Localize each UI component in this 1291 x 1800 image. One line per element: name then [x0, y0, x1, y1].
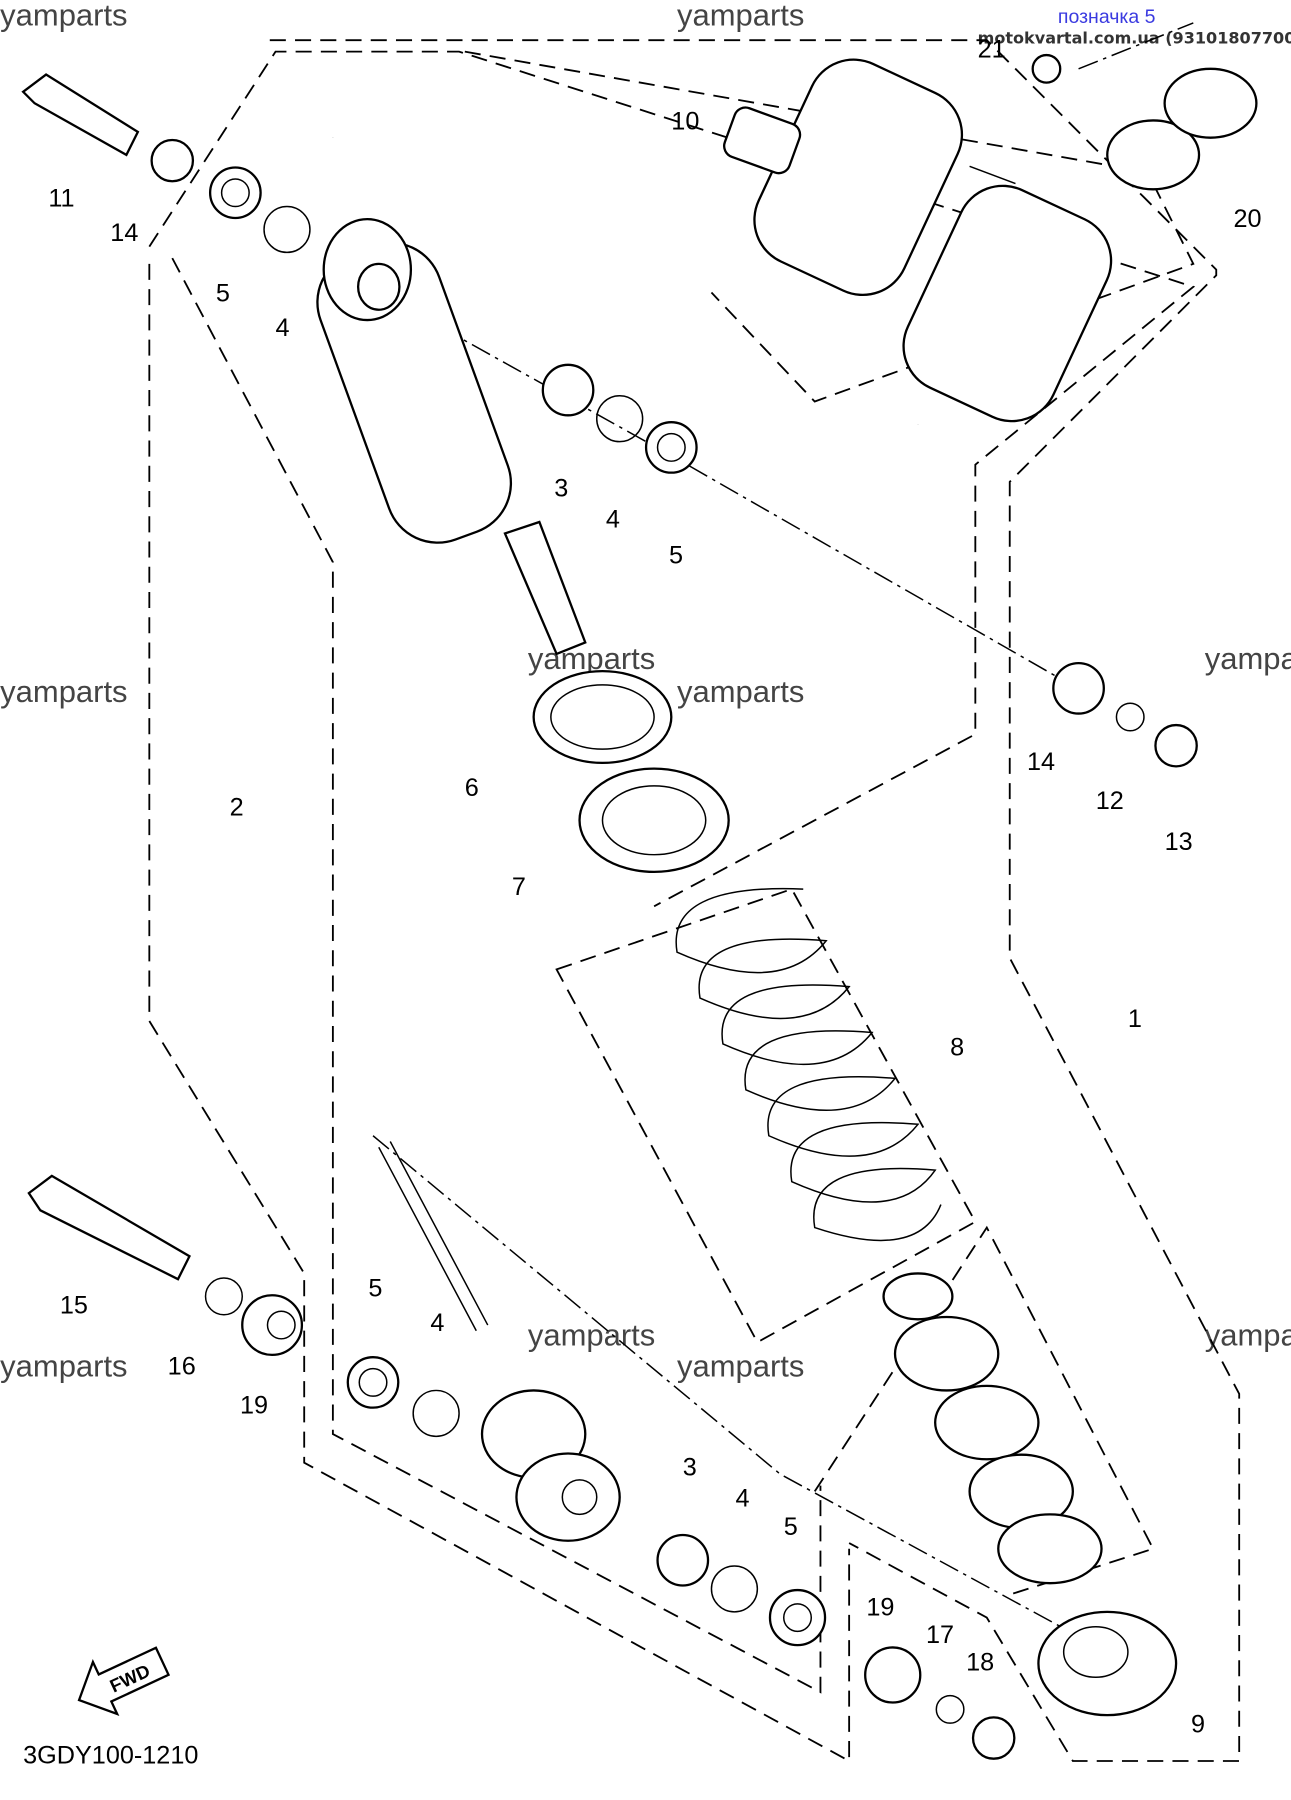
- part-label: 4: [430, 1309, 444, 1337]
- part-label: 3: [554, 475, 568, 503]
- watermark: yamparts: [528, 641, 655, 676]
- part-label: 19: [866, 1593, 894, 1621]
- watermark: yamparts: [0, 674, 127, 709]
- spring: [675, 887, 942, 1242]
- part-label: 4: [276, 314, 290, 342]
- part-label: 21: [978, 35, 1006, 63]
- part-label: 14: [1027, 748, 1055, 776]
- part-label: 14: [110, 219, 138, 247]
- part-label: 17: [926, 1621, 954, 1649]
- watermark: yamparts: [0, 1349, 127, 1384]
- part-label: 19: [240, 1391, 268, 1419]
- badge-label: позначка 5: [1058, 6, 1156, 28]
- watermark: yamparts: [0, 0, 127, 32]
- watermark: yamparts: [677, 1349, 804, 1384]
- source-label: motokvartal.com.ua (93101807700): [978, 29, 1291, 48]
- watermark: yamparts: [1205, 1318, 1291, 1353]
- part-label: 6: [465, 774, 479, 802]
- part-labels: 11 14 5 4 10 21 20 3 4 5 14 12 13 6 7 2 …: [48, 35, 1261, 1738]
- watermark: yamparts: [677, 674, 804, 709]
- part-label: 5: [216, 280, 230, 308]
- part-label: 5: [669, 541, 683, 569]
- part-label: 12: [1096, 787, 1124, 815]
- part-label: 1: [1128, 1005, 1142, 1033]
- part-label: 4: [606, 506, 620, 534]
- watermarks: yamparts yamparts yamparts yamparts yamp…: [0, 0, 1291, 1384]
- part-label: 7: [512, 873, 526, 901]
- part-label: 11: [48, 185, 74, 213]
- diagram-code: 3GDY100-1210: [23, 1741, 198, 1769]
- part-label: 2: [230, 794, 244, 822]
- fwd-arrow-icon: FWD: [77, 1646, 171, 1716]
- part-label: 15: [60, 1292, 88, 1320]
- part-label: 8: [950, 1033, 964, 1061]
- part-label: 9: [1191, 1710, 1205, 1738]
- part-label: 20: [1233, 205, 1261, 233]
- watermark: yamparts: [528, 1318, 655, 1353]
- part-label: 3: [683, 1453, 697, 1481]
- shock-absorber: [316, 62, 927, 656]
- part-label: 10: [671, 108, 699, 136]
- bolt-11: [21, 73, 140, 157]
- part-label: 4: [736, 1484, 750, 1512]
- part-label: 18: [966, 1648, 994, 1676]
- part-label: 13: [1165, 828, 1193, 856]
- watermark: yamparts: [677, 0, 804, 32]
- part-label: 16: [168, 1352, 196, 1380]
- watermark: yamparts: [1205, 641, 1291, 676]
- reservoir: [723, 58, 1113, 423]
- bolt-15: [27, 1174, 191, 1281]
- part-label: 5: [368, 1274, 382, 1302]
- part-label: 5: [784, 1513, 798, 1541]
